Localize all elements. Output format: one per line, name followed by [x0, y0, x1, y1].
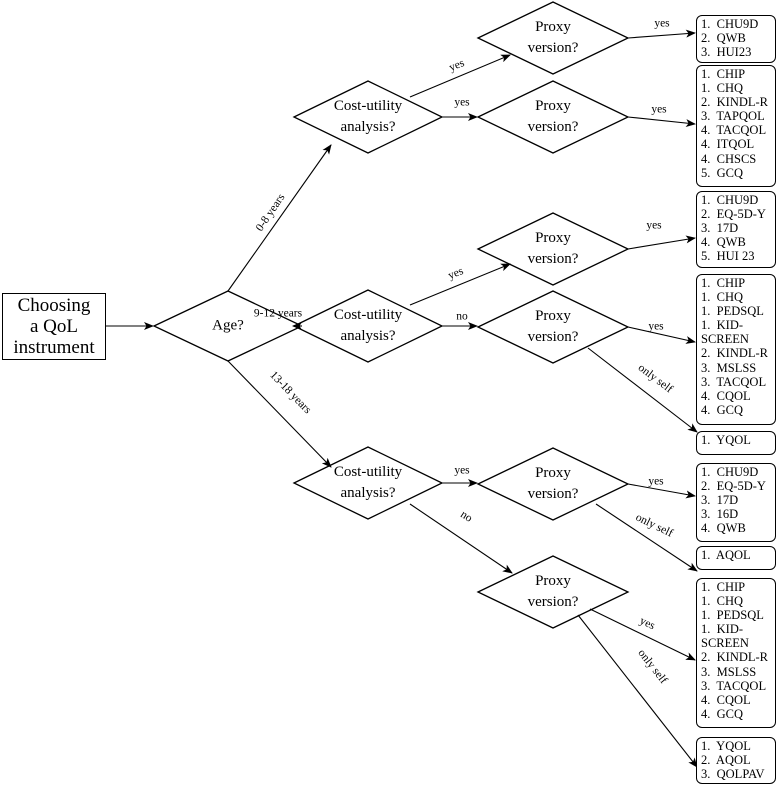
arrow-proxy-no-to-r4 — [627, 326, 696, 344]
arrow-proxy-yes-to-r3 — [627, 235, 696, 250]
result-item: 4. GCQ — [701, 706, 744, 721]
proxy-label-0-8-upper: Proxy version? — [527, 19, 579, 56]
result-box: 1. AQOL — [696, 546, 776, 570]
arrow-proxy-lower-to-r2 — [627, 116, 696, 128]
cost-utility-label-13-18: Cost-utility analysis? — [333, 464, 403, 501]
result-item: 3. TACQOL — [701, 374, 767, 389]
result-item: 3. MSLSS — [701, 360, 757, 375]
arrow-proxy-no-to-r8 — [589, 608, 696, 661]
result-item: 2. EQ-5D-Y — [701, 207, 766, 222]
result-item: 2. KINDL-R — [701, 346, 769, 361]
arrow-age-to-cost-utility-0-8 — [227, 144, 332, 292]
start-box-label: Choosing a QoL instrument — [13, 295, 95, 358]
edge-label-yes-r4: yes — [648, 320, 664, 333]
result-item: 5. HUI 23 — [701, 249, 755, 264]
result-item: 1. AQOL — [701, 548, 751, 562]
result-item: 4. TACQOL — [701, 123, 767, 138]
result-item: 1. CHIP — [701, 67, 746, 81]
edge-label-yes-r6: yes — [648, 475, 664, 488]
proxy-label-0-8-lower: Proxy version? — [527, 98, 579, 135]
age-decision-label: Age? — [212, 317, 244, 334]
result-item: 1. CHQ — [701, 81, 744, 96]
result-item: 3. TAPQOL — [701, 109, 765, 124]
result-item: 2. EQ-5D-Y — [701, 479, 766, 494]
arrow-cu1318-to-proxy-no — [409, 503, 513, 574]
edge-label-no-cu912: no — [456, 310, 468, 323]
result-item: 4. ITQOL — [701, 137, 755, 152]
result-item: 4. GCQ — [701, 402, 744, 417]
arrow-proxy-yes-to-r6 — [627, 483, 696, 499]
result-item: 5. GCQ — [701, 165, 744, 180]
result-item: 1. KID- SCREEN — [701, 622, 749, 651]
result-item: 4. CQOL — [701, 388, 751, 403]
result-item: 2. KINDL-R — [701, 650, 769, 665]
result-item: 1. CHIP — [701, 276, 746, 290]
result-item: 2. QWB — [701, 31, 746, 46]
proxy-label-13-18-no: Proxy version? — [527, 573, 579, 610]
result-item: 4. CQOL — [701, 692, 751, 707]
result-item: 1. CHQ — [701, 290, 744, 305]
result-item: 3. TACQOL — [701, 678, 767, 693]
result-item: 3. 16D — [701, 507, 739, 522]
start-box: Choosing a QoL instrument — [2, 293, 106, 360]
result-item: 1. CHU9D — [701, 193, 759, 207]
edge-label-yes-cu1318: yes — [454, 464, 470, 477]
edge-label-9-12-years: 9-12 years — [253, 307, 303, 320]
result-item: 3. HUI23 — [701, 45, 752, 60]
result-item: 1. CHU9D — [701, 17, 759, 31]
arrow-cu912-to-proxy-yes — [409, 263, 511, 306]
result-item: 1. KID- SCREEN — [701, 318, 749, 347]
proxy-diamond-13-18-no — [476, 555, 630, 629]
cost-utility-label-9-12: Cost-utility analysis? — [333, 307, 403, 344]
edge-label-yes-r2: yes — [651, 103, 667, 116]
result-item: 1. CHQ — [701, 594, 744, 609]
result-item: 3. QOLPAV — [701, 767, 765, 782]
result-item: 1. CHIP — [701, 580, 746, 594]
result-item: 2. KINDL-R — [701, 95, 769, 110]
arrow-age-to-cost-utility-13-18 — [227, 360, 332, 468]
result-item: 3. 17D — [701, 493, 739, 508]
result-item: 1. YQOL — [701, 739, 751, 753]
proxy-label-9-12-no: Proxy version? — [527, 308, 579, 345]
result-item: 1. PEDSQL — [701, 304, 764, 319]
arrow-proxy-yes-to-r7 — [595, 503, 698, 572]
arrow-proxy-no-to-r5 — [587, 347, 698, 433]
result-item: 4. CHSCS — [701, 151, 757, 166]
arrow-proxy-upper-to-r1 — [627, 29, 696, 39]
result-item: 3. MSLSS — [701, 664, 757, 679]
proxy-label-9-12-yes: Proxy version? — [527, 230, 579, 267]
result-item: 1. PEDSQL — [701, 608, 764, 623]
result-item: 2. AQOL — [701, 753, 751, 768]
result-item: 1. CHU9D — [701, 465, 759, 479]
proxy-label-13-18-yes: Proxy version? — [527, 465, 579, 502]
edge-label-yes-r1: yes — [654, 17, 670, 30]
edge-label-yes-cu08-lower: yes — [454, 96, 470, 109]
cost-utility-label-0-8: Cost-utility analysis? — [333, 98, 403, 135]
arrow-cu08-to-proxy-upper — [409, 54, 511, 98]
result-item: 1. YQOL — [701, 433, 751, 447]
result-box: 1. YQOL — [696, 431, 776, 455]
arrow-proxy-no-to-r9 — [577, 614, 698, 768]
result-item: 3. 17D — [701, 221, 739, 236]
result-item: 4. QWB — [701, 521, 746, 536]
edge-label-yes-r3: yes — [646, 219, 662, 232]
result-item: 4. QWB — [701, 235, 746, 250]
